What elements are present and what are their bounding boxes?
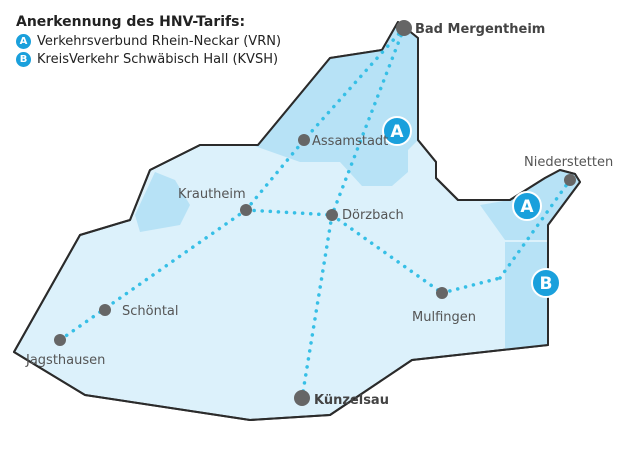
- label-schoental: Schöntal: [122, 304, 179, 319]
- svg-text:A: A: [520, 197, 534, 217]
- badge-a-east: A: [512, 191, 542, 221]
- legend: Anerkennung des HNV-Tarifs: A Verkehrsve…: [16, 14, 281, 67]
- route-krautheim-doerzbach: [244, 208, 334, 217]
- stop-assamstadt[interactable]: [298, 134, 310, 146]
- route-bad-mergentheim-assamstadt: [302, 26, 406, 142]
- zone-west: [135, 172, 190, 232]
- stop-krautheim[interactable]: [240, 204, 252, 216]
- svg-text:A: A: [390, 122, 404, 142]
- route-doerzbach-kuenzelsau: [300, 213, 334, 400]
- legend-label-kvsh: KreisVerkehr Schwäbisch Hall (KVSH): [37, 52, 279, 67]
- legend-item-vrn: A Verkehrsverbund Rhein-Neckar (VRN): [16, 34, 281, 49]
- label-mulfingen: Mulfingen: [412, 310, 476, 325]
- zone-b: [505, 242, 548, 350]
- stop-schoental[interactable]: [99, 304, 111, 316]
- label-assamstadt: Assamstadt: [312, 134, 388, 149]
- route-krautheim-assamstadt: [244, 138, 306, 212]
- stop-jagsthausen[interactable]: [54, 334, 66, 346]
- legend-title: Anerkennung des HNV-Tarifs:: [16, 14, 246, 30]
- label-jagsthausen: Jagsthausen: [25, 353, 105, 368]
- label-niederstetten: Niederstetten: [524, 155, 613, 170]
- stop-niederstetten[interactable]: [564, 174, 576, 186]
- region-border: [13, 21, 581, 421]
- route-mulfingen-junction: [440, 276, 502, 295]
- stop-kuenzelsau[interactable]: [294, 390, 310, 406]
- legend-label-vrn: Verkehrsverbund Rhein-Neckar (VRN): [37, 34, 282, 49]
- stop-doerzbach[interactable]: [326, 209, 338, 221]
- label-bad-mergentheim: Bad Mergentheim: [415, 22, 545, 37]
- legend-item-kvsh: B KreisVerkehr Schwäbisch Hall (KVSH): [16, 52, 281, 67]
- route-bad-mergentheim-doerzbach: [330, 26, 406, 217]
- route-jagsthausen-krautheim: [58, 208, 248, 342]
- zone-a-upper: [252, 22, 418, 186]
- badge-b-icon: B: [16, 52, 31, 67]
- badge-a-icon: A: [16, 34, 31, 49]
- stop-mulfingen[interactable]: [436, 287, 448, 299]
- route-doerzbach-mulfingen: [330, 213, 444, 295]
- badge-a-upper: A: [382, 116, 412, 146]
- svg-text:B: B: [540, 274, 553, 294]
- badge-b: B: [531, 268, 561, 298]
- label-krautheim: Krautheim: [178, 187, 246, 202]
- label-kuenzelsau: Künzelsau: [314, 393, 389, 408]
- stop-bad-mergentheim[interactable]: [396, 20, 412, 36]
- label-doerzbach: Dörzbach: [342, 208, 404, 223]
